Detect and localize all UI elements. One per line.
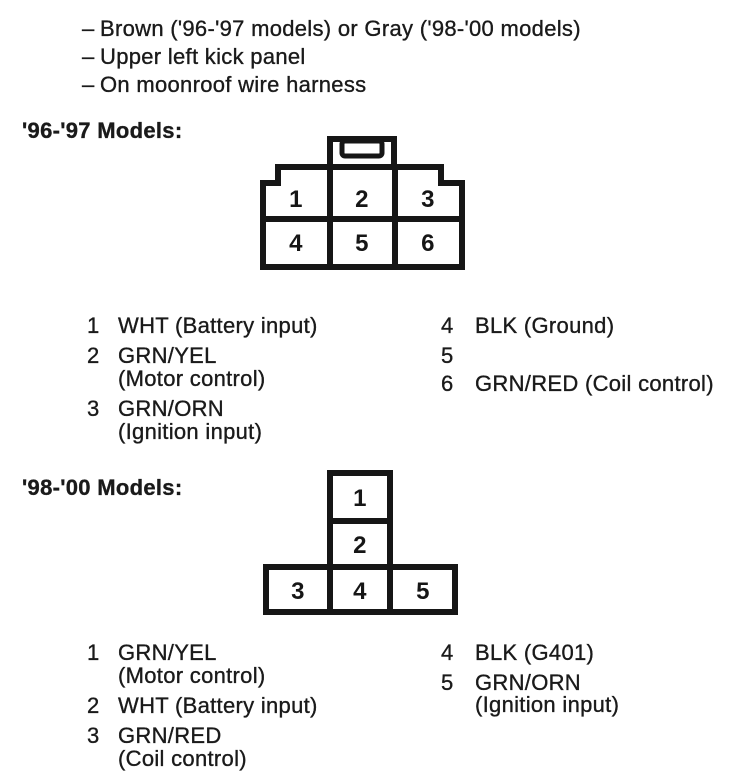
- pin-number: 5: [416, 578, 430, 605]
- legend-wire-label: BLK (Ground): [475, 313, 615, 338]
- pin-number: 1: [353, 485, 367, 512]
- legend-wire-label: (Motor control): [118, 663, 266, 688]
- dash-marker: –: [82, 44, 95, 69]
- legend-pin-number: 3: [87, 396, 100, 421]
- connector-body-outline: [263, 470, 458, 615]
- legend-row: 5 GRN/ORN: [441, 670, 581, 695]
- legend-pin-number: 2: [87, 693, 100, 718]
- legend-98-00-left: 1 GRN/YEL (Motor control) 2 WHT (Battery i…: [87, 640, 417, 776]
- connector-cell-dividers: [327, 518, 393, 612]
- legend-wire-label: BLK (G401): [475, 640, 595, 665]
- connector-96-97-pin-numbers: 1 2 3 4 5 6: [289, 186, 435, 257]
- legend-row: 4 BLK (G401): [441, 640, 595, 665]
- pin-number: 5: [355, 230, 369, 257]
- pin-number: 4: [289, 230, 303, 257]
- legend-pin-number: 1: [87, 640, 100, 665]
- legend-pin-number: 4: [441, 313, 454, 338]
- dash-marker: –: [82, 72, 95, 97]
- pin-number: 2: [355, 186, 369, 213]
- legend-row: 6 GRN/RED (Coil control): [441, 371, 714, 396]
- legend-wire-label: GRN/ORN: [475, 670, 581, 695]
- bullet-list: –Brown ('96-'97 models) or Gray ('98-'00…: [82, 15, 581, 99]
- pin-number: 2: [353, 532, 367, 559]
- legend-pin-number: 2: [87, 343, 100, 368]
- legend-pin-number: 3: [87, 723, 100, 748]
- legend-pin-number: 4: [441, 640, 454, 665]
- bullet-text: Brown ('96-'97 models) or Gray ('98-'00 …: [100, 16, 581, 41]
- section-title-98-00: '98-'00 Models:: [22, 475, 183, 500]
- legend-wire-label: (Ignition input): [118, 419, 263, 444]
- legend-96-97-left: 1 WHT (Battery input) 2 GRN/YEL (Motor con…: [87, 313, 417, 449]
- legend-row: (Ignition input): [441, 692, 620, 717]
- legend-row: 3 GRN/RED: [87, 723, 222, 748]
- legend-row: 5: [441, 343, 475, 368]
- legend-wire-label: GRN/YEL: [118, 343, 217, 368]
- connector-lock-tab: [327, 136, 397, 170]
- legend-96-97-right: 4 BLK (Ground) 5 6 GRN/RED (Coil control): [441, 313, 731, 414]
- bullet-item: –Upper left kick panel: [82, 43, 581, 71]
- legend-row: 1 GRN/YEL: [87, 640, 217, 665]
- pin-number: 1: [289, 186, 303, 213]
- pin-number: 6: [421, 230, 435, 257]
- section-title-96-97: '96-'97 Models:: [22, 118, 183, 143]
- legend-row: (Motor control): [87, 366, 266, 391]
- legend-row: 3 GRN/ORN: [87, 396, 224, 421]
- legend-wire-label: GRN/RED (Coil control): [475, 371, 714, 396]
- pin-number: 4: [353, 578, 367, 605]
- legend-pin-number: 6: [441, 371, 454, 396]
- dash-marker: –: [82, 16, 95, 41]
- bullet-item: –On moonroof wire harness: [82, 71, 581, 99]
- legend-row: (Motor control): [87, 663, 266, 688]
- bullet-item: –Brown ('96-'97 models) or Gray ('98-'00…: [82, 15, 581, 43]
- connector-cell-dividers: [263, 167, 462, 267]
- legend-pin-number: 5: [441, 670, 454, 695]
- legend-row: (Coil control): [87, 746, 247, 771]
- connector-body-outline: [260, 164, 465, 270]
- legend-row: 4 BLK (Ground): [441, 313, 615, 338]
- legend-wire-label: (Coil control): [118, 746, 247, 771]
- pin-number: 3: [291, 578, 305, 605]
- legend-row: 2 WHT (Battery input): [87, 693, 318, 718]
- bullet-text: Upper left kick panel: [100, 44, 306, 69]
- legend-row: 2 GRN/YEL: [87, 343, 217, 368]
- pin-number: 3: [421, 186, 435, 213]
- legend-wire-label: GRN/YEL: [118, 640, 217, 665]
- legend-wire-label: (Ignition input): [475, 692, 620, 717]
- connector-96-97-diagram: [260, 136, 465, 270]
- connector-98-00-diagram: [263, 470, 458, 615]
- legend-row: 1 WHT (Battery input): [87, 313, 318, 338]
- legend-wire-label: GRN/ORN: [118, 396, 224, 421]
- legend-98-00-right: 4 BLK (G401) 5 GRN/ORN (Ignition input): [441, 640, 731, 741]
- legend-wire-label: WHT (Battery input): [118, 693, 318, 718]
- legend-pin-number: 1: [87, 313, 100, 338]
- legend-row: (Ignition input): [87, 419, 263, 444]
- connector-lock-slot: [339, 138, 385, 159]
- legend-wire-label: GRN/RED: [118, 723, 222, 748]
- legend-wire-label: (Motor control): [118, 366, 266, 391]
- legend-wire-label: WHT (Battery input): [118, 313, 318, 338]
- bullet-text: On moonroof wire harness: [100, 72, 367, 97]
- legend-pin-number: 5: [441, 343, 454, 368]
- connector-98-00-pin-numbers: 1 2 3 4 5: [291, 485, 430, 605]
